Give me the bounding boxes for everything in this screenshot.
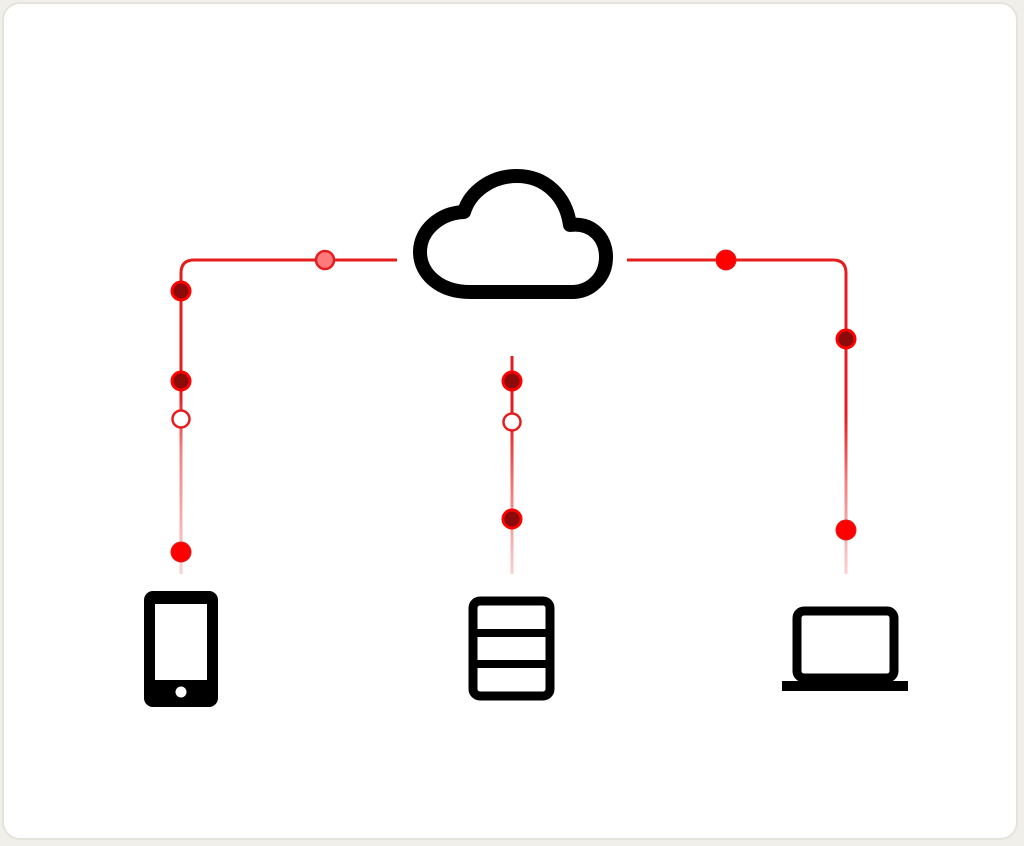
- connection-cloud-server: [501, 356, 523, 574]
- connector-line-middle: [510, 356, 514, 574]
- connector-line-right-top: [627, 258, 848, 350]
- marker-dark-node: [501, 370, 523, 392]
- marker-dark-node: [170, 280, 192, 302]
- smartphone-icon: [144, 591, 218, 707]
- marker-light-node: [314, 249, 336, 271]
- marker-solid-node: [170, 541, 192, 563]
- marker-hollow-node: [171, 409, 191, 429]
- marker-dark-node: [501, 508, 523, 530]
- marker-solid-node: [835, 519, 857, 541]
- marker-hollow-node: [502, 412, 522, 432]
- cloud-icon: [413, 169, 613, 299]
- marker-dark-node: [170, 370, 192, 392]
- laptop-icon: [782, 606, 908, 691]
- connector-line-left-down: [179, 300, 183, 574]
- connector-line-left-top: [179, 258, 397, 300]
- connection-cloud-laptop: [627, 249, 857, 574]
- connection-cloud-phone: [170, 249, 397, 574]
- marker-dark-node: [835, 328, 857, 350]
- connector-line-right-down: [844, 350, 848, 574]
- server-stack-icon: [468, 596, 555, 701]
- marker-solid-node: [715, 249, 737, 271]
